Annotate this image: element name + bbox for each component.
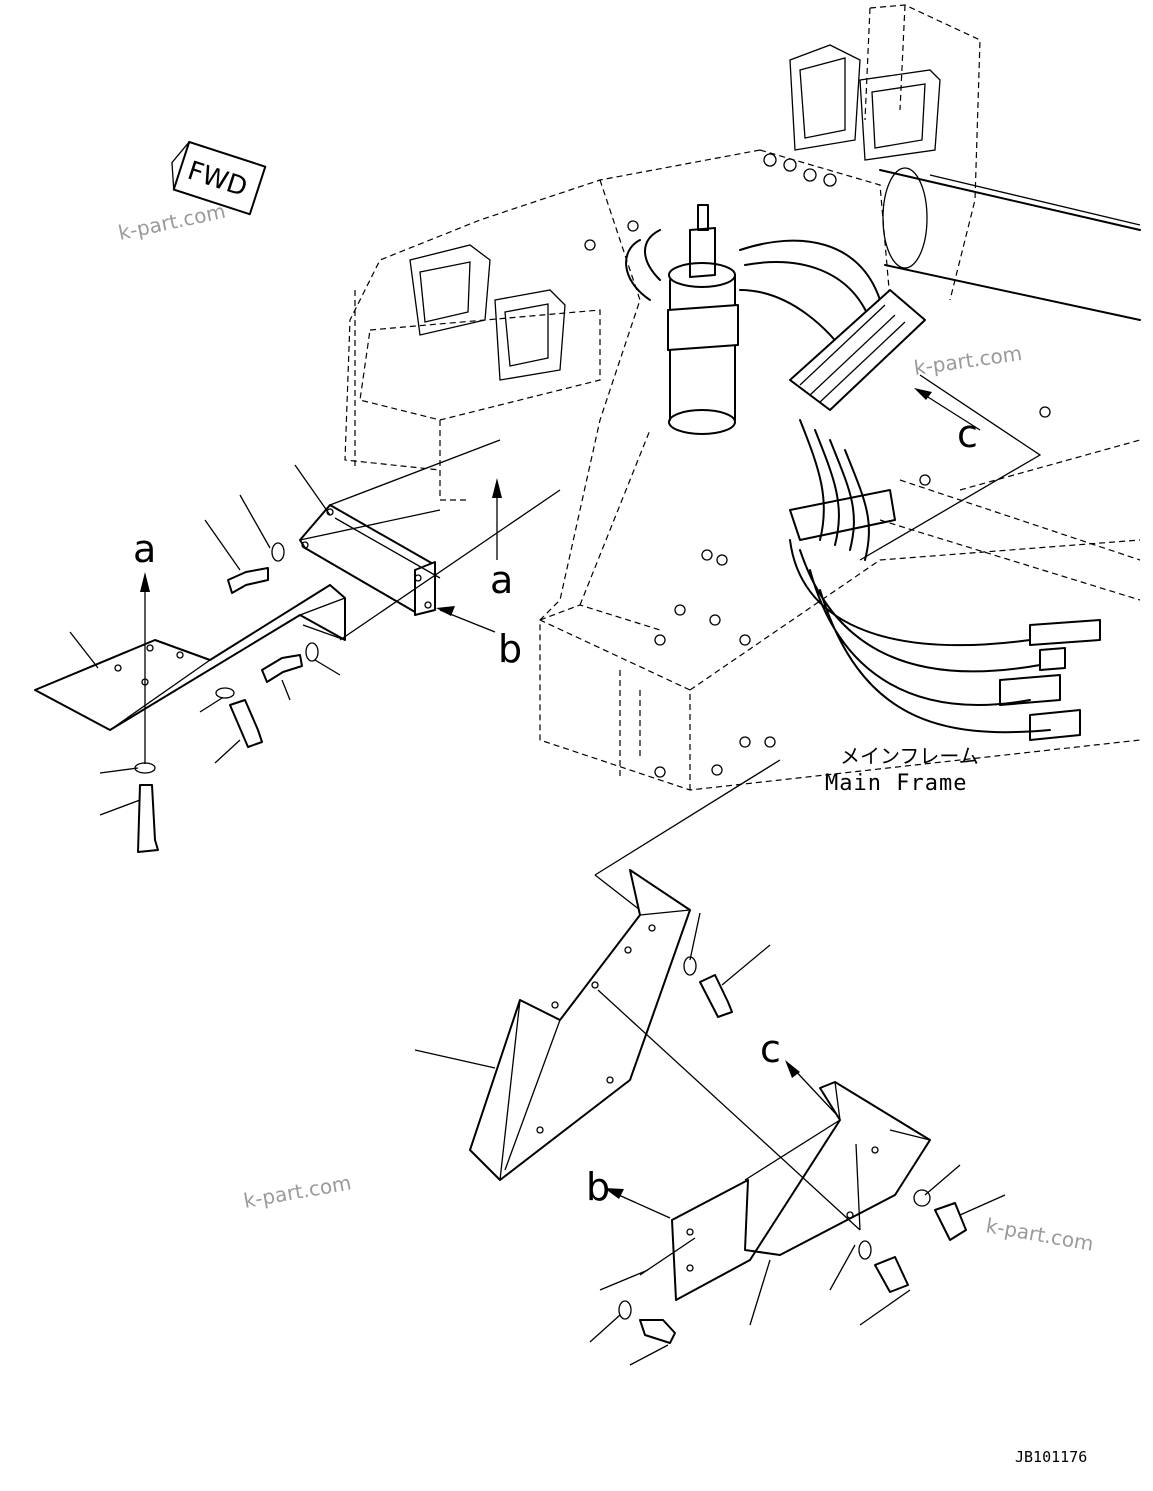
watermark: k-part.com [242,1170,353,1213]
drawing-code: JB101176 [1015,1448,1087,1466]
ref-label-c-right: c [957,412,978,456]
fwd-indicator: FWD [171,140,267,216]
left-bracket-assembly [34,388,981,853]
main-frame-assembly [344,4,1141,911]
ref-label-b-right: b [498,627,522,671]
main-frame-label-en: Main Frame [825,771,967,796]
ref-label-a-left: a [133,527,156,571]
ref-label-a-top: a [490,558,513,602]
main-frame-label-jp: メインフレーム [840,744,979,768]
lower-cover-assembly [414,869,1006,1366]
ref-label-c-bottom: c [760,1027,781,1071]
watermark: k-part.com [912,341,1023,380]
watermark: k-part.com [116,199,228,245]
ref-label-b-bottom: b [586,1165,610,1209]
watermark: k-part.com [984,1213,1095,1256]
